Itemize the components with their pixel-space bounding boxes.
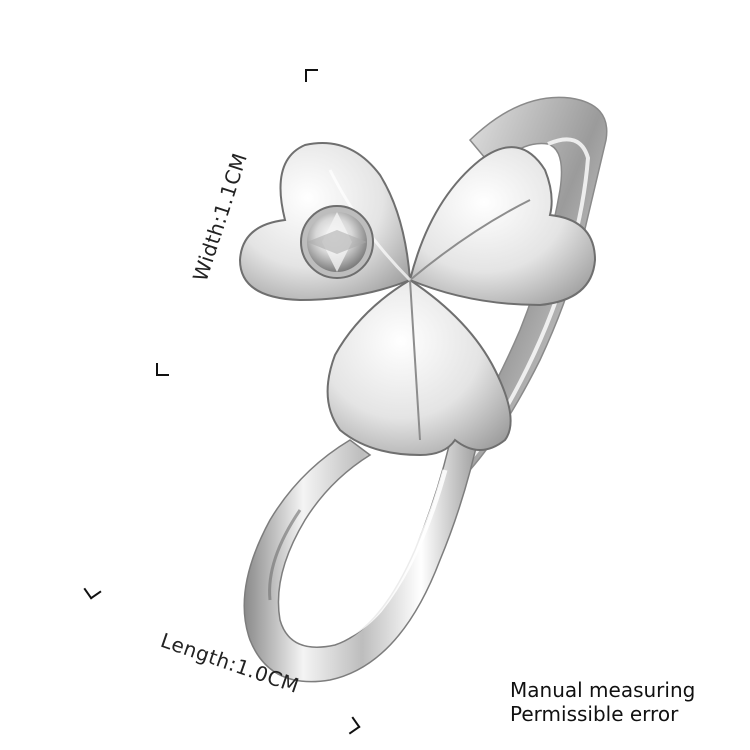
measurement-note: Manual measuring Permissible error bbox=[510, 678, 695, 726]
note-line-1: Manual measuring bbox=[510, 678, 696, 702]
note-line-2: Permissible error bbox=[510, 702, 679, 726]
clover-petals bbox=[238, 142, 597, 457]
width-bracket-bottom bbox=[156, 363, 169, 376]
crystal-gem bbox=[300, 205, 374, 279]
width-bracket-top bbox=[305, 69, 318, 82]
